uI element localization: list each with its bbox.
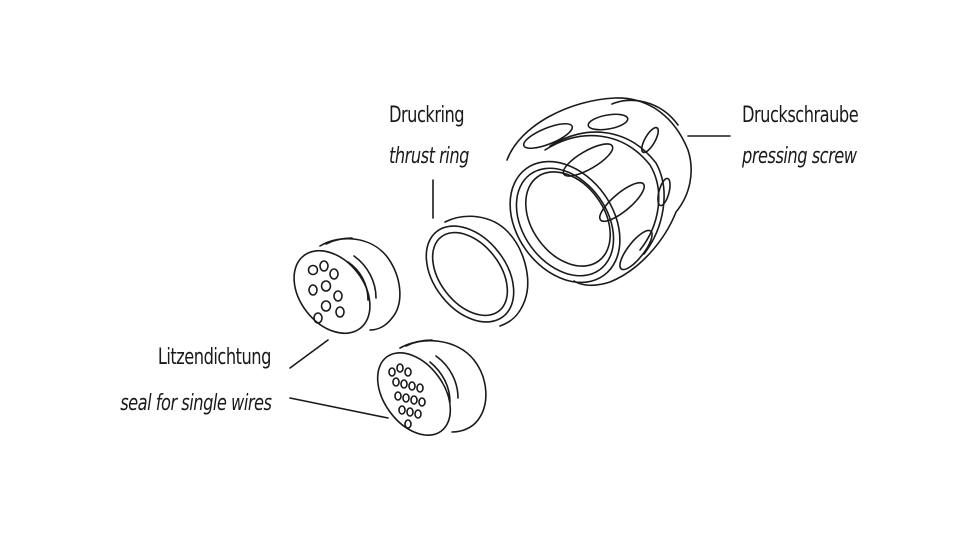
thrust-ring-part [425,215,529,327]
label-litzendichtung-de: Litzendichtung [157,345,272,370]
leader-line-seal-bottom [289,397,389,419]
seal-upper-part [293,237,401,335]
leader-line-seal-top [289,339,329,369]
label-druckschraube-de: Druckschraube [742,103,859,128]
seal-lower-part [376,339,487,436]
label-druckring-en: thrust ring [389,144,469,169]
label-litzendichtung-en: seal for single wires [119,391,272,416]
label-druckring-de: Druckring [389,103,465,128]
pressing-screw-part [506,97,692,287]
label-druckschraube-en: pressing screw [742,144,857,169]
